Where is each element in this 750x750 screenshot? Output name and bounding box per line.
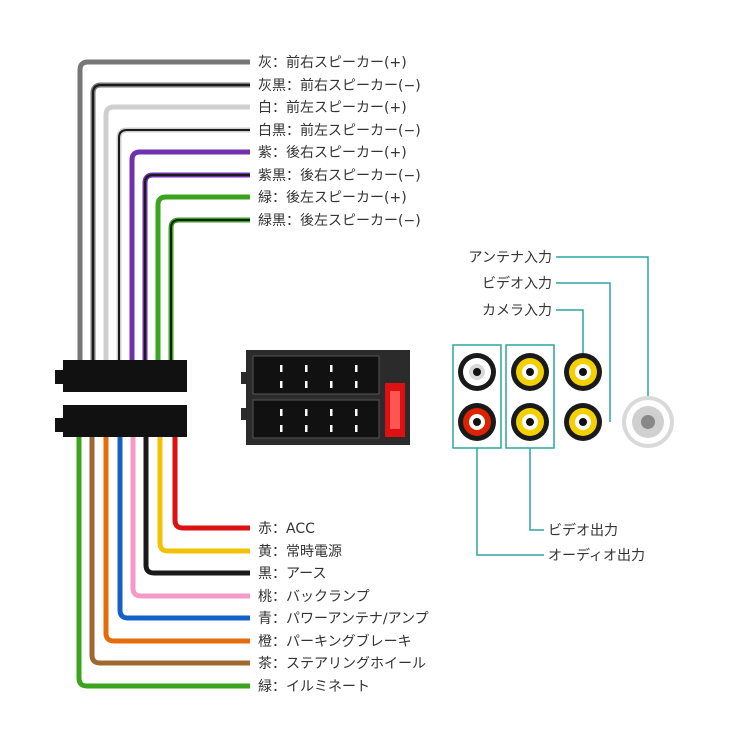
leader-video-in xyxy=(556,282,611,422)
leader-camera-in xyxy=(556,309,584,353)
bottom-wire-label-1: 赤：ACC xyxy=(258,521,315,537)
bottom-wire-3: 黒：アース xyxy=(143,435,326,582)
audio-out-label: オーディオ出力 xyxy=(548,547,645,564)
iso-pin xyxy=(355,381,358,388)
antenna-jack xyxy=(622,396,674,448)
iso-pin xyxy=(280,381,283,388)
bottom-wire-7: 茶：ステアリングホイール xyxy=(89,435,426,672)
top-wire-group: 灰：前右スピーカー(+) 灰黒：前右スピーカー(−) 白：前左スピーカー(+) 白黒：… xyxy=(77,54,421,362)
rca-panel: アンテナ入力 ビデオ入力 カメラ入力 ビデオ出力 オーディオ出力 xyxy=(452,250,674,564)
iso-connector-pins xyxy=(280,365,358,432)
bottom-wire-4: 桃：バックランプ xyxy=(130,435,370,605)
bottom-wire-label-8: 緑：イルミネート xyxy=(258,679,370,695)
iso-pin xyxy=(305,365,308,372)
top-wire-7: 緑：後左スピーカー(+) xyxy=(155,190,407,362)
bottom-wire-label-6: 橙：パーキングブレーキ xyxy=(258,633,412,650)
top-wire-label-2: 灰黒：前右スピーカー(−) xyxy=(258,77,421,94)
upper-clamp-tab xyxy=(55,370,69,384)
iso-pin xyxy=(355,365,358,372)
bottom-wire-label-7: 茶：ステアリングホイール xyxy=(258,656,426,672)
rca-jack-video-out-2 xyxy=(511,403,549,441)
leader-video-out xyxy=(529,448,544,531)
iso-pin xyxy=(355,425,358,432)
iso-pin xyxy=(330,425,333,432)
iso-pin xyxy=(280,425,283,432)
lower-clamp xyxy=(63,405,187,437)
camera-in-label: カメラ入力 xyxy=(482,303,552,319)
video-in-label: ビデオ入力 xyxy=(482,275,552,292)
top-wire-8: 緑黒：後左スピーカー(−) xyxy=(168,213,421,362)
antenna-in-label: アンテナ入力 xyxy=(469,250,552,266)
iso-pin xyxy=(330,409,333,416)
top-wire-3: 白：前左スピーカー(+) xyxy=(103,99,407,362)
iso-pin xyxy=(330,365,333,372)
iso-connector-left-tab xyxy=(241,372,249,384)
fuse-inner xyxy=(390,391,400,429)
rca-jack-video-out-1 xyxy=(511,353,549,391)
top-wire-2: 灰黒：前右スピーカー(−) xyxy=(90,77,421,362)
iso-pin xyxy=(330,381,333,388)
rca-jack-audio-red xyxy=(458,403,496,441)
bottom-wire-label-5: 青：パワーアンテナ/アンプ xyxy=(258,611,429,627)
iso-pin xyxy=(355,409,358,416)
bottom-wire-label-2: 黄：常時電源 xyxy=(258,543,342,560)
top-wire-label-8: 緑黒：後左スピーカー(−) xyxy=(258,213,421,229)
bottom-wire-2: 黄：常時電源 xyxy=(157,435,342,560)
bottom-wire-1: 赤：ACC xyxy=(172,435,315,537)
top-wire-4: 白黒：前左スピーカー(−) xyxy=(116,122,421,362)
top-wire-5: 紫：後右スピーカー(+) xyxy=(129,145,407,362)
iso-connector xyxy=(241,350,410,445)
iso-connector-lower-block xyxy=(252,399,380,439)
top-wire-label-1: 灰：前右スピーカー(+) xyxy=(258,54,407,71)
iso-pin xyxy=(305,425,308,432)
top-wire-label-7: 緑：後左スピーカー(+) xyxy=(258,190,407,206)
bottom-wire-group: 赤：ACC 黄：常時電源黒：アース桃：バックランプ青：パワーアンテナ/アンプ橙：パ… xyxy=(76,435,429,695)
iso-connector-upper-block xyxy=(252,355,380,395)
top-wire-6: 紫黒：後右スピーカー(−) xyxy=(142,168,421,362)
iso-pin xyxy=(280,365,283,372)
lower-clamp-tab xyxy=(55,418,69,432)
top-wire-label-6: 紫黒：後右スピーカー(−) xyxy=(258,168,421,184)
bottom-wire-label-3: 黒：アース xyxy=(258,566,326,582)
top-wire-label-5: 紫：後右スピーカー(+) xyxy=(258,145,407,161)
top-wire-label-3: 白：前左スピーカー(+) xyxy=(258,99,407,116)
leader-audio-out xyxy=(476,448,544,556)
rca-jack-camera-in xyxy=(564,353,602,391)
iso-pin xyxy=(280,409,283,416)
iso-pin xyxy=(305,409,308,416)
bottom-wire-label-4: 桃：バックランプ xyxy=(258,589,370,605)
bottom-wire-5: 青：パワーアンテナ/アンプ xyxy=(117,435,429,627)
leader-antenna-in xyxy=(556,256,649,396)
bottom-wire-8: 緑：イルミネート xyxy=(76,435,370,695)
rca-jack-audio-white xyxy=(458,353,496,391)
harness-connector xyxy=(55,360,187,437)
upper-clamp xyxy=(63,360,187,392)
iso-pin xyxy=(305,381,308,388)
rca-jack-video-in xyxy=(564,403,602,441)
top-wire-1: 灰：前右スピーカー(+) xyxy=(77,54,407,362)
iso-connector-left-tab-2 xyxy=(241,408,249,420)
video-out-label: ビデオ出力 xyxy=(548,522,618,539)
bottom-wire-6: 橙：パーキングブレーキ xyxy=(103,435,412,650)
top-wire-label-4: 白黒：前左スピーカー(−) xyxy=(258,122,421,139)
rca-leader-lines xyxy=(476,256,649,556)
